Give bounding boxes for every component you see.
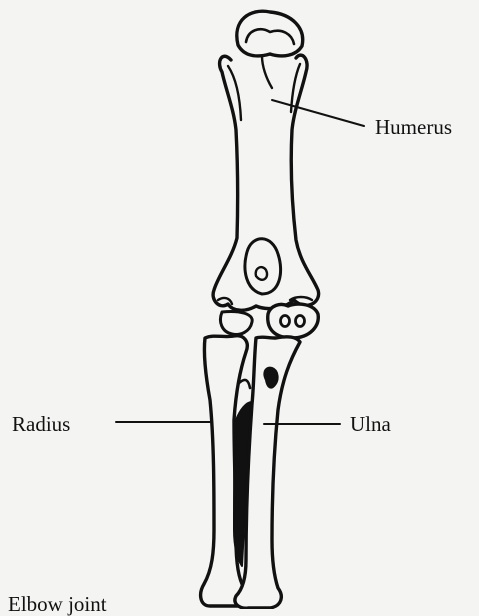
radius-label: Radius [12,414,70,435]
nutrient-foramen [264,368,277,388]
humerus-head [237,11,303,56]
humerus-bone [213,11,319,310]
radial-head [220,311,252,334]
ulna-label: Ulna [350,414,391,435]
diagram-caption: Elbow joint [8,594,107,615]
humerus-label: Humerus [375,117,452,138]
olecranon [268,304,319,338]
